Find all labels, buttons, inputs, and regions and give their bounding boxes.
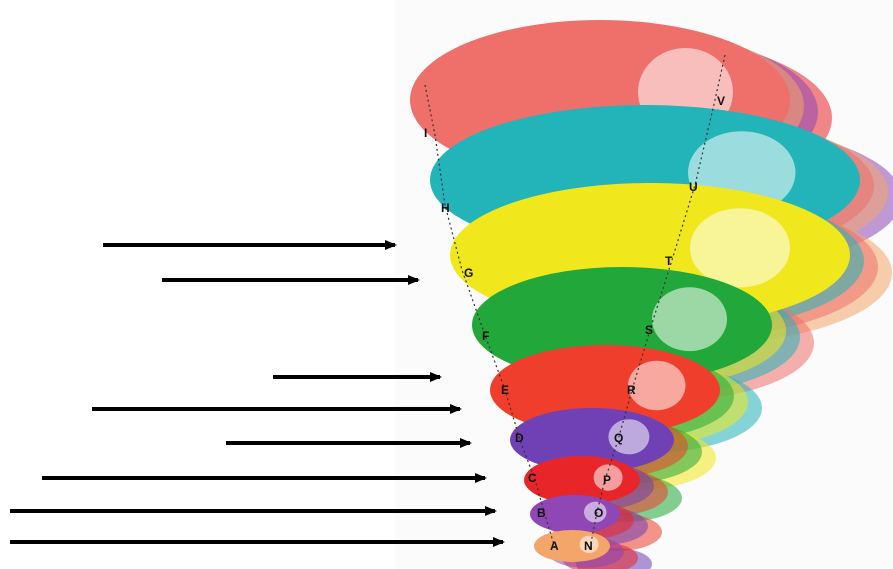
segment-highlight	[584, 501, 607, 523]
letter-label: S	[645, 323, 653, 337]
spiral-segment	[534, 530, 610, 562]
letter-label: F	[482, 329, 489, 343]
letter-label: D	[515, 431, 524, 445]
letter-label: P	[603, 473, 611, 487]
letter-label: O	[594, 506, 603, 520]
left-guide-line	[424, 84, 556, 549]
letter-label: H	[441, 201, 450, 215]
letter-label: U	[689, 180, 698, 194]
letter-label: T	[665, 254, 673, 268]
segment-highlight	[593, 464, 623, 491]
letter-label: N	[584, 539, 593, 553]
spiral-segments	[410, 20, 860, 562]
letter-label: I	[424, 126, 427, 140]
letter-label: Q	[614, 431, 623, 445]
letter-label: V	[717, 94, 725, 108]
arrows	[10, 240, 505, 547]
right-guide-line	[589, 54, 726, 549]
segment-highlight	[579, 535, 599, 554]
letter-label: C	[528, 471, 537, 485]
right-letter-labels: N O P Q R S T U V	[584, 94, 725, 553]
letter-label: E	[501, 383, 509, 397]
letter-label: B	[537, 506, 546, 520]
segment-highlight	[690, 208, 790, 288]
letter-label: R	[627, 383, 636, 397]
segment-highlight	[628, 360, 686, 411]
segment-highlight	[608, 419, 650, 455]
letter-label: G	[464, 266, 473, 280]
segment-highlight	[652, 287, 727, 352]
left-letter-labels: A B C D E F G H I	[424, 126, 559, 553]
letter-label: A	[550, 539, 559, 553]
